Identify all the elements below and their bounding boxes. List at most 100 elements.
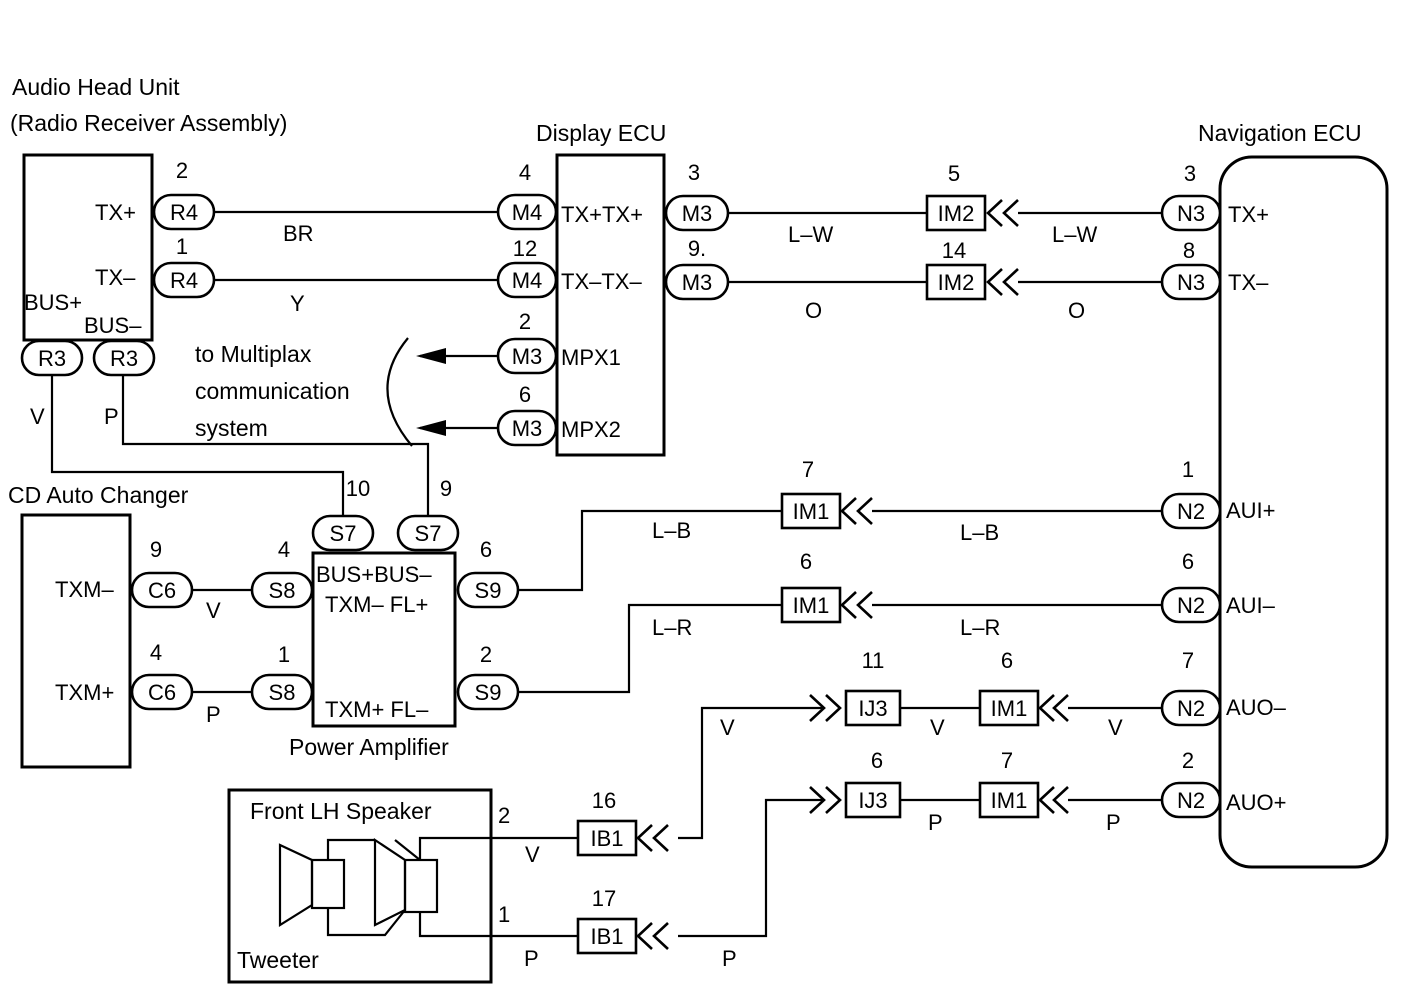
wire-label-v-auo3: V (1108, 715, 1123, 740)
wire-bus-plus-v (50, 375, 345, 516)
chevron-left-icon (1002, 199, 1019, 227)
power-amplifier: Power Amplifier BUS+BUS– TXM– FL+ TXM+ F… (289, 551, 457, 760)
svg-text:2: 2 (1182, 748, 1194, 773)
wire-spk-v (678, 706, 822, 840)
display-ecu-tx-plus: TX+TX+ (561, 202, 643, 227)
svg-text:3: 3 (688, 160, 700, 185)
wire-spk-p (678, 798, 822, 938)
wire-label-br: BR (283, 221, 314, 246)
svg-text:M3: M3 (512, 344, 543, 369)
wire-label-p-r3: P (104, 404, 119, 429)
connector-n3-3: N3 3 (1160, 161, 1222, 232)
amp-txm-plus-fl-minus: TXM+ FL– (325, 697, 429, 722)
chevron-left-icon (636, 922, 653, 950)
chevron-left-icon (986, 199, 1003, 227)
svg-text:S8: S8 (269, 578, 296, 603)
junction-connectors: IM2 5 IM2 14 IM1 7 IM1 6 (576, 161, 1069, 955)
head-unit-tx-minus: TX– (95, 265, 136, 290)
svg-text:1: 1 (278, 642, 290, 667)
chevron-left-icon (1038, 786, 1055, 814)
chevron-left-icon (856, 497, 873, 525)
svg-text:4: 4 (278, 537, 290, 562)
chevron-left-icon (1002, 268, 1019, 296)
wire-label-lb2: L–B (960, 520, 999, 545)
connector-m4-4: M4 4 (496, 160, 558, 231)
svg-text:IM2: IM2 (938, 270, 975, 295)
connector-s9-2: S9 2 (456, 642, 520, 711)
chevron-left-icon (840, 497, 857, 525)
head-unit-tx-plus: TX+ (95, 200, 136, 225)
svg-text:IJ3: IJ3 (858, 788, 887, 813)
head-unit-bus-minus: BUS– (84, 313, 142, 338)
svg-text:M3: M3 (512, 416, 543, 441)
audio-head-unit: Audio Head Unit (Radio Receiver Assembly… (10, 74, 287, 342)
wire-lb-left (518, 509, 782, 592)
svg-text:12: 12 (513, 236, 537, 261)
svg-text:IM1: IM1 (991, 696, 1028, 721)
wire-label-y: Y (290, 291, 305, 316)
svg-text:6: 6 (1182, 549, 1194, 574)
svg-text:5: 5 (948, 161, 960, 186)
connector-n2-7: N2 7 (1160, 648, 1222, 727)
svg-text:17: 17 (592, 886, 616, 911)
connector-n2-1: N2 1 (1160, 457, 1222, 530)
tweeter-wire-bottom (326, 908, 406, 937)
junction-im1-6-aui: IM1 6 (780, 549, 873, 624)
svg-text:IM1: IM1 (793, 499, 830, 524)
svg-text:S7: S7 (415, 521, 442, 546)
multiplex-note-line1: to Multiplax (195, 341, 312, 367)
connectors: R4 2 R4 1 R3 R3 M4 4 M4 12 M (20, 158, 1222, 819)
svg-text:R4: R4 (170, 268, 198, 293)
svg-text:9: 9 (150, 537, 162, 562)
wire-label-p-auo1: P (928, 810, 943, 835)
chevron-left-icon (986, 268, 1003, 296)
svg-text:16: 16 (592, 788, 616, 813)
junction-im2-5: IM2 5 (925, 161, 1019, 232)
connector-c6-9: C6 9 (130, 537, 194, 609)
speaker-pin2-wire (418, 836, 578, 860)
cd-txm-minus: TXM– (55, 577, 114, 602)
svg-text:N2: N2 (1177, 788, 1205, 813)
svg-text:3: 3 (1184, 161, 1196, 186)
svg-text:6: 6 (871, 748, 883, 773)
svg-text:S7: S7 (330, 521, 357, 546)
junction-ij3-6: IJ3 6 (809, 748, 902, 819)
chevron-left-icon (1038, 694, 1055, 722)
display-ecu-tx-minus: TX–TX– (561, 269, 642, 294)
wire-label-o2: O (1068, 298, 1085, 323)
amp-txm-minus-fl-plus: TXM– FL+ (325, 592, 428, 617)
svg-text:1: 1 (1182, 457, 1194, 482)
nav-auo-plus: AUO+ (1226, 790, 1287, 815)
svg-text:R3: R3 (110, 346, 138, 371)
wire-label-p-spk2: P (722, 946, 737, 971)
svg-text:IJ3: IJ3 (858, 696, 887, 721)
speaker-pin-1: 1 (498, 902, 510, 927)
wire-label-v-r3: V (30, 404, 45, 429)
svg-text:S9: S9 (475, 680, 502, 705)
wire-label-lw1: L–W (788, 222, 833, 247)
chevron-left-icon (840, 591, 857, 619)
svg-text:11: 11 (862, 648, 885, 673)
svg-text:14: 14 (942, 238, 966, 263)
chevron-left-icon (652, 922, 669, 950)
nav-auo-minus: AUO– (1226, 695, 1287, 720)
svg-text:IM1: IM1 (793, 593, 830, 618)
navigation-ecu-title: Navigation ECU (1198, 120, 1362, 146)
connector-r4-1: R4 1 (152, 234, 216, 299)
head-unit-bus-plus: BUS+ (24, 290, 82, 315)
wire-label-v-auo2: V (930, 715, 945, 740)
multiplex-note-line2: communication (195, 378, 350, 404)
svg-text:N2: N2 (1177, 593, 1205, 618)
svg-text:4: 4 (150, 640, 162, 665)
wire-label-lb1: L–B (652, 518, 691, 543)
wires (50, 210, 1162, 938)
wire-bus-minus-p (121, 375, 430, 516)
tweeter-wire-top (326, 838, 375, 860)
svg-text:7: 7 (1001, 748, 1013, 773)
connector-r3-bus-minus: R3 (92, 339, 156, 377)
junction-im2-14: IM2 14 (925, 238, 1019, 301)
svg-text:8: 8 (1183, 238, 1195, 263)
svg-text:2: 2 (176, 158, 188, 183)
svg-text:6: 6 (1001, 648, 1013, 673)
